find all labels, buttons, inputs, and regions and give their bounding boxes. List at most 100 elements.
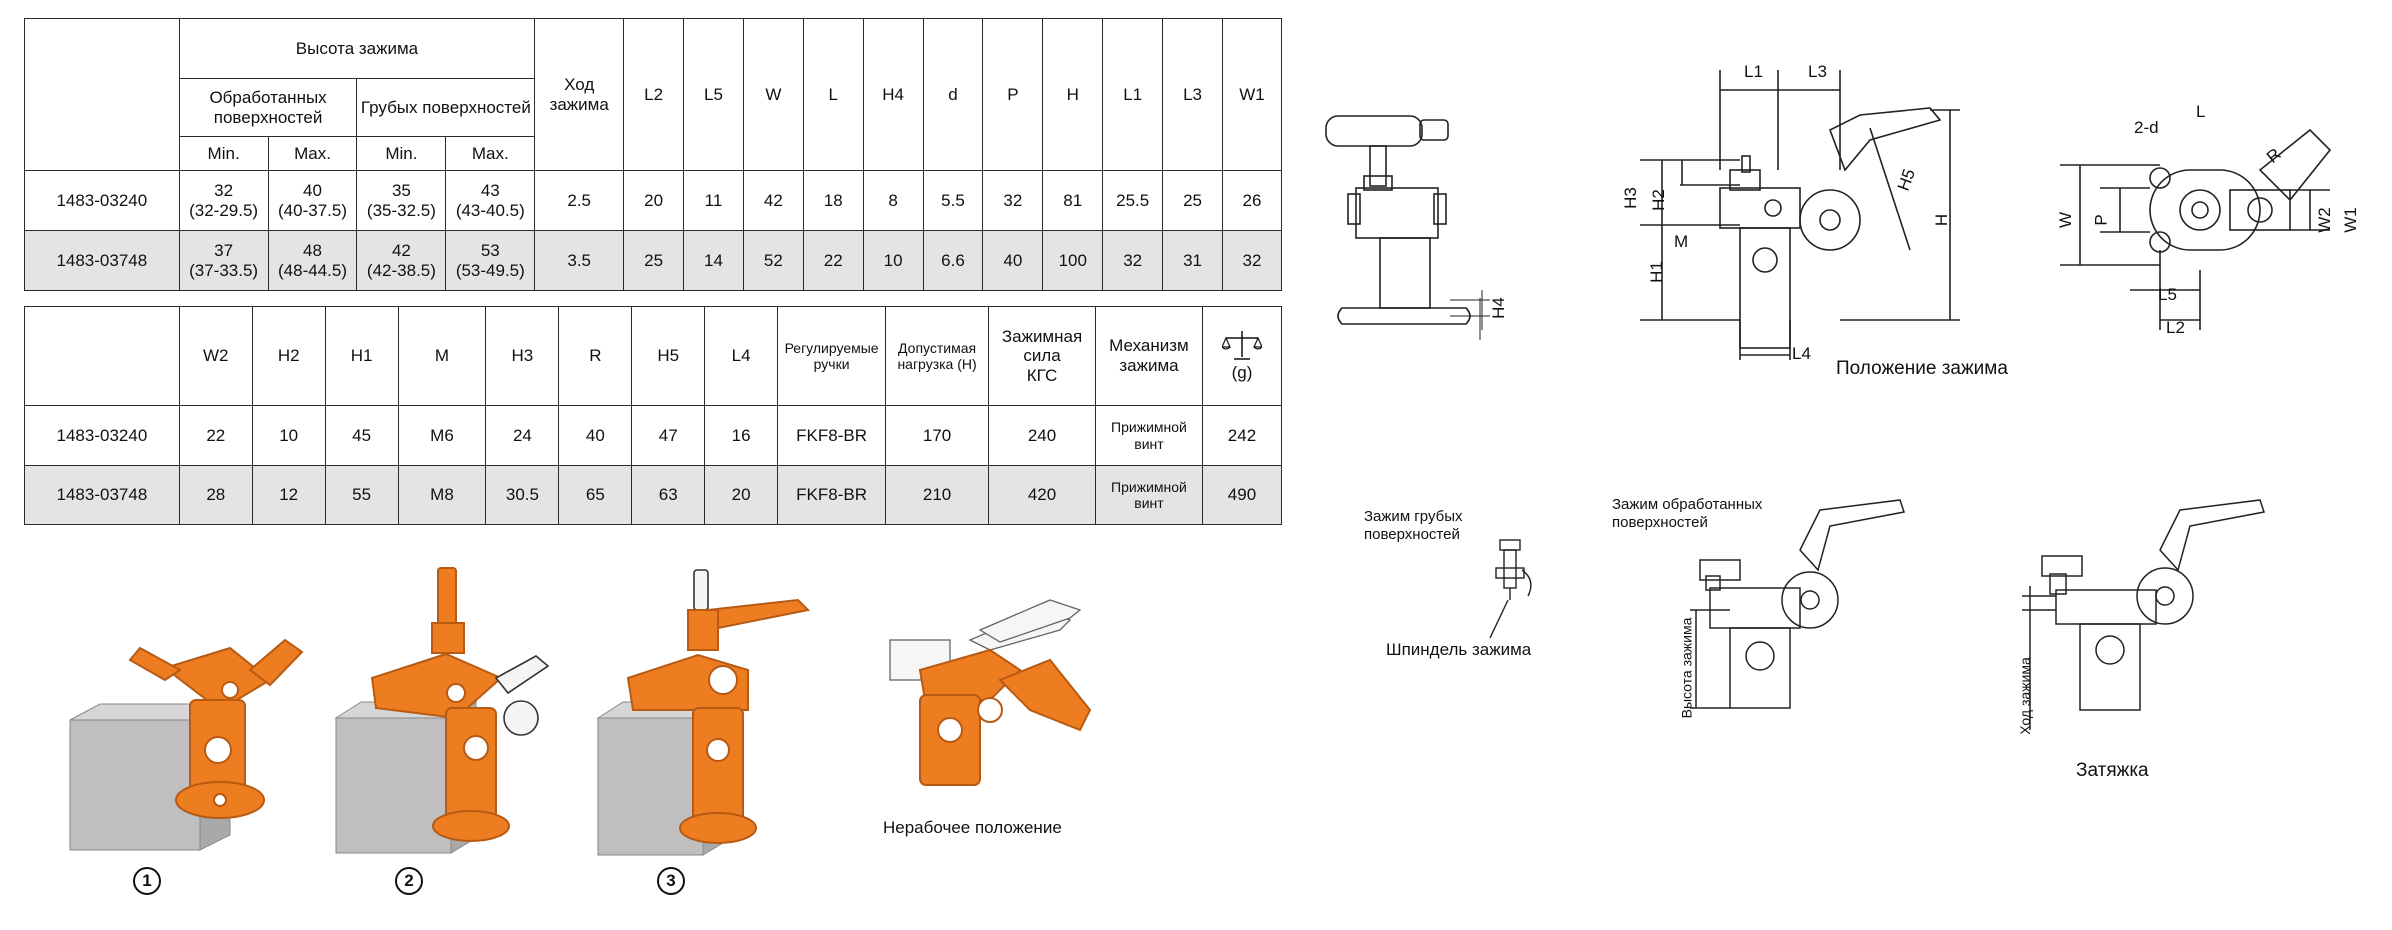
col-header: L3: [1162, 18, 1223, 171]
force-unit: КГС: [1026, 365, 1058, 385]
value-cell: FKF8-BR: [777, 405, 887, 466]
dim-2d: 2-d: [2134, 118, 2159, 137]
value-cell: 3.5: [534, 230, 625, 291]
cell-sub: (42-38.5): [366, 260, 436, 280]
cell-main: 40: [303, 180, 322, 200]
cell-sub: (40-37.5): [278, 200, 347, 220]
value-cell: 22: [178, 405, 253, 466]
corner-cell: [24, 18, 180, 171]
value-cell: 35(35-32.5): [356, 170, 447, 231]
col-header: W1: [1222, 18, 1282, 171]
dim-h3: H3: [1620, 187, 1640, 209]
step-1-illustration: [69, 638, 304, 851]
col-header: L5: [683, 18, 744, 171]
value-cell: 240: [988, 405, 1096, 466]
stroke-header: Ход зажима: [534, 18, 625, 171]
value-cell: 22: [802, 230, 864, 291]
cell-main: 32: [214, 180, 234, 200]
value-cell: 48(48-44.5): [267, 230, 358, 291]
value-cell: M8: [397, 465, 487, 525]
value-cell: 16: [704, 405, 779, 466]
min-header: Min.: [356, 136, 447, 171]
max-header: Max.: [267, 136, 358, 171]
value-cell: 30.5: [485, 465, 560, 525]
table-row: 1483-03240 22 10 45 M6 24 40 47 16 FKF8-…: [24, 405, 1283, 466]
weight-header: (g): [1201, 306, 1283, 406]
dim-l2: L2: [2166, 318, 2185, 337]
clamp-height-vertical: Высота зажима: [1678, 617, 1695, 719]
col-header: L1: [1102, 18, 1164, 171]
value-cell: 65: [558, 465, 633, 525]
handle-header: Регулируемые ручки: [777, 306, 887, 406]
value-cell: 210: [885, 465, 990, 525]
value-cell: 28: [178, 465, 253, 525]
cell-main: 35: [391, 180, 411, 200]
spec-table-1: Высота зажима Ход зажима L2 L5 W L H4 d …: [24, 18, 1282, 291]
dim-h4: H4: [1488, 297, 1508, 319]
value-cell: 37(37-33.5): [178, 230, 269, 291]
model-cell: 1483-03748: [24, 230, 180, 291]
dim-m: M: [1674, 232, 1689, 251]
step-number: 3: [657, 867, 685, 895]
value-cell: 40: [558, 405, 633, 466]
value-cell: 40: [982, 230, 1044, 291]
table-row: 1483-03748 37(37-33.5) 48(48-44.5) 42(42…: [24, 230, 1282, 291]
value-cell: 26: [1222, 170, 1282, 231]
step-number: 2: [395, 867, 423, 895]
value-cell: 2.5: [534, 170, 625, 231]
dim-l4: L4: [1792, 344, 1811, 363]
dim-w1: W1: [2340, 207, 2360, 233]
value-cell: 42(42-38.5): [356, 230, 447, 291]
dim-h: H: [1932, 213, 1952, 227]
col-header: P: [982, 18, 1044, 171]
value-cell: 32: [1102, 230, 1164, 291]
cell-sub: (32-29.5): [189, 200, 259, 220]
step-number: 1: [133, 867, 161, 895]
dim-h1: H1: [1646, 261, 1666, 283]
value-cell: 63: [631, 465, 706, 525]
value-cell: 20: [704, 465, 779, 525]
value-cell: 170: [885, 405, 990, 466]
value-cell: 20: [623, 170, 685, 231]
col-header: H3: [485, 306, 560, 406]
cell-main: 37: [214, 240, 234, 260]
cell-sub: (43-40.5): [455, 200, 525, 220]
machined-clamp-drawing: [1690, 499, 1905, 709]
col-header: M: [397, 306, 487, 406]
cell-sub: (35-32.5): [366, 200, 436, 220]
value-cell: 43(43-40.5): [445, 170, 536, 231]
rough-header: Грубых поверхностей: [356, 78, 536, 137]
value-cell: 242: [1201, 405, 1283, 466]
machined-clamp-caption: Зажим обработанных поверхностей: [1612, 496, 1763, 531]
value-cell: 53(53-49.5): [445, 230, 536, 291]
max-header: Max.: [445, 136, 536, 171]
dim-p: P: [2091, 214, 2111, 226]
col-header: H5: [631, 306, 706, 406]
value-cell: 490: [1201, 465, 1283, 525]
value-cell: 32(32-29.5): [178, 170, 269, 231]
col-header: L2: [623, 18, 685, 171]
value-cell: 32: [1222, 230, 1282, 291]
dim-w2: W2: [2314, 207, 2334, 233]
value-cell: 81: [1042, 170, 1104, 231]
value-cell: 32: [982, 170, 1044, 231]
value-cell: 25: [1162, 170, 1223, 231]
tighten-drawing: [2022, 499, 2265, 730]
value-cell: 47: [631, 405, 706, 466]
value-cell: 24: [485, 405, 560, 466]
dim-l3: L3: [1808, 62, 1827, 81]
col-header: H2: [251, 306, 326, 406]
value-cell: 45: [324, 405, 399, 466]
cell-sub: (37-33.5): [189, 260, 259, 280]
cell-main: 42: [391, 240, 411, 260]
col-header: d: [922, 18, 984, 171]
value-cell: 25.5: [1102, 170, 1164, 231]
cell-main: 53: [480, 240, 500, 260]
force-label: Зажимная сила: [1001, 326, 1083, 366]
h4-dimension: [1450, 290, 1490, 330]
load-header: Допустимая нагрузка (Н): [885, 306, 990, 406]
corner-cell: [24, 306, 180, 406]
dim-h2: H2: [1648, 189, 1668, 211]
value-cell: Прижимной винт: [1094, 405, 1203, 466]
value-cell: 100: [1042, 230, 1104, 291]
